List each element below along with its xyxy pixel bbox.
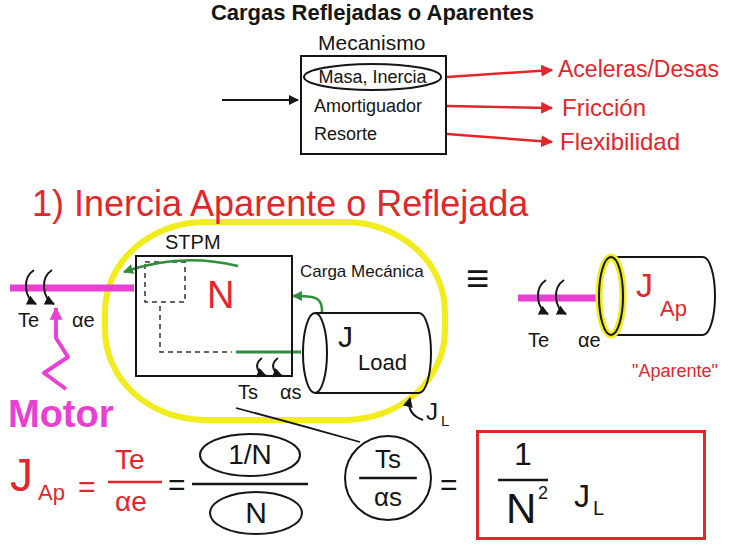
reflection-arrow	[124, 260, 238, 272]
effect-arrow	[447, 70, 552, 77]
mass-inertia-oval-text: Masa, Inercia	[319, 68, 427, 86]
denominator: αe	[115, 488, 147, 516]
effect-label: Fricción	[562, 96, 646, 120]
highlight-outline	[105, 222, 445, 420]
result-box-text: 1	[514, 438, 532, 470]
ratio-circle-text: αs	[374, 484, 402, 510]
stpm-box-text: N	[207, 276, 234, 314]
symbol: J	[10, 452, 33, 498]
effect-label: Aceleras/Desas	[558, 58, 719, 81]
load-cylinder: JLoad	[302, 312, 432, 394]
mechanism-box-text: Amortiguador	[314, 97, 422, 115]
torque-arrow	[556, 280, 566, 314]
section-heading: 1) Inercia Aparente o Reflejada	[32, 186, 528, 222]
operator: =	[168, 470, 186, 500]
page-title: Cargas Reflejadas o Aparentes	[0, 2, 745, 24]
signal-name: αs	[280, 382, 302, 402]
effect-arrow	[447, 106, 552, 108]
torque-arrow	[44, 270, 54, 304]
numerator-oval: 1/N	[198, 432, 302, 478]
numerator: Te	[115, 446, 145, 474]
signal-name: Ts	[238, 382, 258, 402]
denominator-oval: N	[208, 490, 304, 536]
effect-arrow	[447, 134, 552, 142]
signal-name: Te	[528, 330, 549, 350]
result-box-text: N	[506, 488, 536, 530]
input-arrow	[222, 99, 298, 101]
apparent-cylinder-text: Ap	[660, 298, 687, 320]
mechanism-box-text: Mecanismo	[318, 32, 425, 53]
stpm-box: STPM N	[135, 232, 293, 377]
torque-arrow	[538, 280, 548, 314]
effect-label: Flexibilidad	[560, 130, 680, 154]
gear-sketch	[145, 262, 185, 302]
result-box-text: L	[593, 498, 604, 518]
motor-shaft	[10, 285, 134, 292]
ratio-circle-text: Ts	[375, 446, 401, 472]
load-cylinder-text: J	[338, 322, 353, 352]
load-cylinder-text: Load	[358, 352, 407, 374]
denominator-oval-text: N	[245, 498, 267, 528]
equivalence-symbol: ≡	[466, 258, 489, 298]
stpm-box-text: STPM	[165, 232, 221, 252]
subscript: Ap	[38, 482, 65, 504]
motor-pointer	[44, 308, 68, 389]
signal-name: Te	[18, 310, 39, 330]
ratio-circle: Ts αs	[343, 434, 433, 522]
mechanism-box: MecanismoAmortiguadorResorte Masa, Inerci…	[300, 32, 447, 155]
leader-line	[236, 408, 360, 442]
numerator-oval-text: 1/N	[228, 441, 272, 469]
fraction-line	[108, 481, 162, 484]
operator: =	[78, 472, 96, 502]
result-box-text: 2	[538, 484, 548, 502]
torque-arrow	[26, 270, 36, 304]
part-name: Carga Mecánica	[298, 263, 426, 280]
connector-arrow	[293, 296, 322, 314]
torque-arrow	[273, 358, 282, 376]
mechanism-box-text: Resorte	[314, 125, 377, 143]
leader-arrow	[409, 398, 423, 420]
symbol: J	[426, 400, 438, 424]
motor-shaft	[518, 295, 597, 302]
signal-name: αe	[72, 310, 95, 330]
result-box: 1N2 JL	[476, 430, 706, 540]
mass-inertia-oval: Masa, Inercia	[302, 62, 443, 92]
subscript: L	[441, 413, 449, 428]
apparent-cylinder-outline	[598, 256, 716, 336]
note: "Aparente"	[632, 362, 718, 380]
apparent-cylinder: J Ap	[598, 256, 716, 336]
torque-arrow	[257, 358, 266, 376]
fraction-line	[192, 483, 308, 486]
result-box-text: J	[574, 480, 590, 512]
apparent-cylinder-text: J	[636, 268, 653, 302]
operator: =	[440, 470, 458, 500]
signal-name: αe	[578, 330, 601, 350]
part-name: Motor	[8, 395, 114, 433]
